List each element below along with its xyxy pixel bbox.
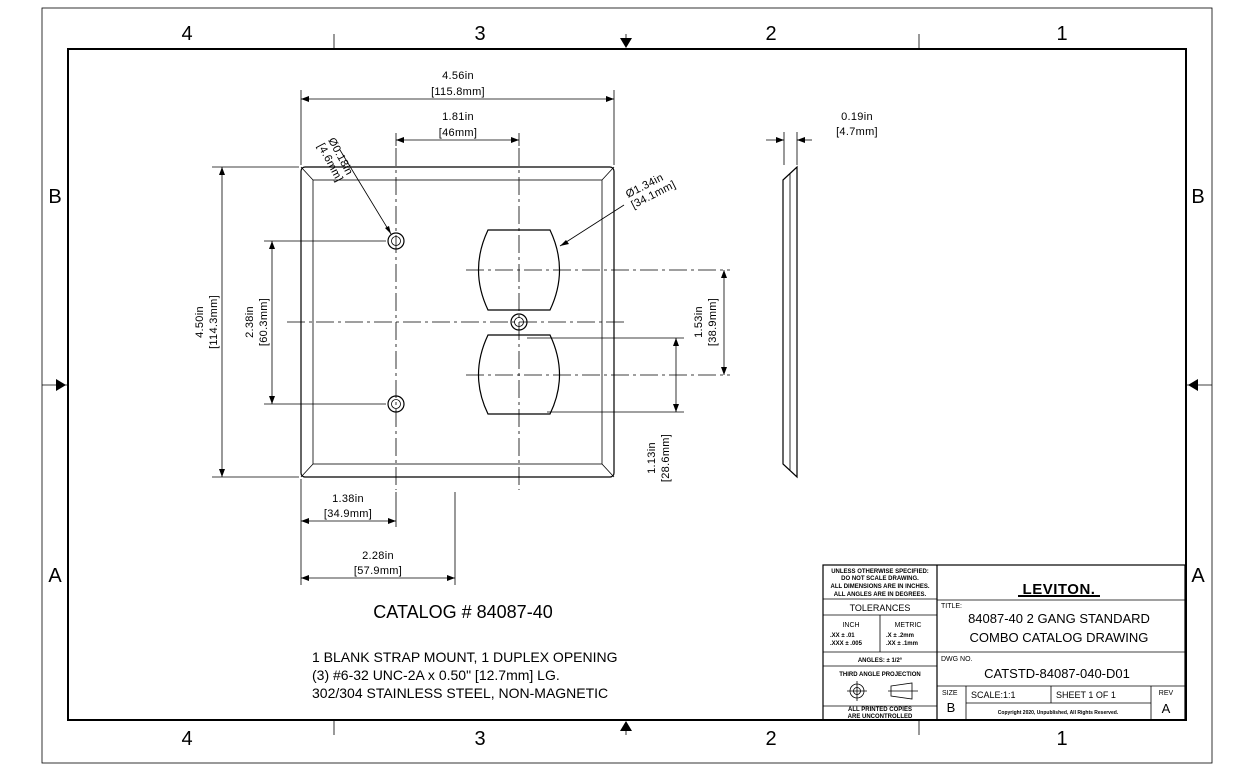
dim-thickness-in: 0.19in xyxy=(841,111,873,123)
dim-duplex-offset-in: 2.28in xyxy=(362,550,394,562)
tb-title-line-2: COMBO CATALOG DRAWING xyxy=(970,630,1149,645)
dimension-lines xyxy=(212,90,812,585)
tb-scale: SCALE:1:1 xyxy=(971,690,1016,700)
dim-thickness-mm: [4.7mm] xyxy=(836,126,878,138)
tb-title-line-1: 84087-40 2 GANG STANDARD xyxy=(968,611,1150,626)
tb-tolerances-label: TOLERANCES xyxy=(850,603,911,613)
dim-blank-offset-in: 1.38in xyxy=(332,493,364,505)
dim-overall-height-mm: [114.3mm] xyxy=(208,295,220,349)
dim-outlet-to-center-mm: [28.6mm] xyxy=(660,434,672,482)
duplex-opening-top xyxy=(477,229,561,311)
duplex-opening-bottom xyxy=(477,334,561,415)
dim-outlet-to-center-in: 1.13in xyxy=(646,442,658,474)
dim-center-spacing-mm: [46mm] xyxy=(439,127,477,139)
screw-hole-bottom xyxy=(387,395,405,413)
zone-bottom-1: 1 xyxy=(1056,728,1067,750)
zone-top-3: 3 xyxy=(474,23,485,45)
zone-bottom-3: 3 xyxy=(474,728,485,750)
dim-outlet-spacing-in: 1.53in xyxy=(693,306,705,338)
screw-hole-center xyxy=(510,313,528,331)
tb-copyright: Copyright 2020, Unpublished, All Rights … xyxy=(998,710,1119,716)
zone-bottom-2: 2 xyxy=(765,728,776,750)
zone-ticks xyxy=(42,34,1212,735)
projection-symbol-icon xyxy=(847,681,918,701)
catalog-title: CATALOG # 84087-40 xyxy=(373,602,552,622)
dim-outlet-spacing-mm: [38.9mm] xyxy=(707,298,719,346)
side-view xyxy=(782,165,798,479)
zone-top-4: 4 xyxy=(181,23,192,45)
tb-dwg-label: DWG NO. xyxy=(941,656,973,663)
tb-angles: ANGLES: ± 1/2° xyxy=(858,658,903,664)
tb-metric-tol-1: .X ± .2mm xyxy=(886,633,914,639)
tb-inch-tol-1: .XX ± .01 xyxy=(830,633,855,639)
dim-screw-spacing-mm: [60.3mm] xyxy=(258,298,270,346)
outer-border xyxy=(41,7,1213,764)
tb-projection: THIRD ANGLE PROJECTION xyxy=(839,672,920,678)
tb-printed-copies-1: ALL PRINTED COPIES xyxy=(848,707,912,713)
tb-sheet: SHEET 1 OF 1 xyxy=(1056,690,1116,700)
screw-hole-top xyxy=(387,232,405,250)
catalog-note-1: 1 BLANK STRAP MOUNT, 1 DUPLEX OPENING xyxy=(312,649,618,665)
catalog-note-2: (3) #6-32 UNC-2A x 0.50" [12.7mm] LG. xyxy=(312,667,560,683)
tb-unless-3: ALL DIMENSIONS ARE IN INCHES. xyxy=(830,584,929,590)
tb-printed-copies-2: ARE UNCONTROLLED xyxy=(848,714,913,720)
zone-right-b: B xyxy=(1191,186,1204,208)
catalog-note-3: 302/304 STAINLESS STEEL, NON-MAGNETIC xyxy=(312,685,608,701)
tb-rev: A xyxy=(1162,701,1171,716)
tb-metric-label: METRIC xyxy=(895,622,922,629)
tb-metric-tol-2: .XX ± .1mm xyxy=(886,641,918,647)
leviton-logo: LEVITON. xyxy=(1023,581,1096,598)
tb-inch-tol-2: .XXX ± .005 xyxy=(830,641,863,647)
tb-inch-label: INCH xyxy=(842,622,859,629)
front-view xyxy=(287,148,730,490)
dim-blank-offset-mm: [34.9mm] xyxy=(324,508,372,520)
dim-duplex-offset-mm: [57.9mm] xyxy=(354,565,402,577)
zone-left-b: B xyxy=(48,186,61,208)
tb-unless-1: UNLESS OTHERWISE SPECIFIED: xyxy=(831,569,929,575)
tb-title-label: TITLE: xyxy=(941,603,962,610)
dim-screw-spacing-in: 2.38in xyxy=(244,306,256,338)
title-block xyxy=(822,564,1186,721)
inner-border xyxy=(67,48,1187,721)
zone-top-2: 2 xyxy=(765,23,776,45)
zone-bottom-4: 4 xyxy=(181,728,192,750)
dim-center-spacing-in: 1.81in xyxy=(442,111,474,123)
tb-size: B xyxy=(947,700,956,715)
dim-overall-width-in: 4.56in xyxy=(442,70,474,82)
tb-unless-2: DO NOT SCALE DRAWING. xyxy=(841,576,919,582)
tb-unless-4: ALL ANGLES ARE IN DEGREES. xyxy=(834,592,927,598)
tb-size-label: SIZE xyxy=(942,690,958,697)
zone-top-1: 1 xyxy=(1056,23,1067,45)
tb-rev-label: REV xyxy=(1159,690,1174,697)
tb-dwg-no: CATSTD-84087-040-D01 xyxy=(984,666,1130,681)
dim-overall-width-mm: [115.8mm] xyxy=(431,86,485,98)
dim-overall-height-in: 4.50in xyxy=(194,306,206,338)
zone-left-a: A xyxy=(48,565,62,587)
zone-right-a: A xyxy=(1191,565,1205,587)
